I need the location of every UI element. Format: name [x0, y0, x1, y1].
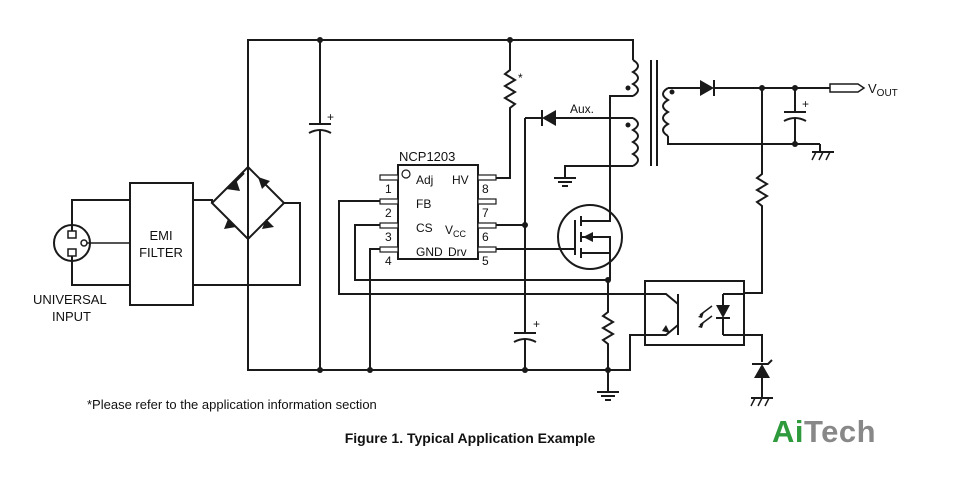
- vout-terminal: [829, 83, 866, 93]
- pin4-number: 4: [385, 254, 392, 268]
- emi-label-line2: FILTER: [139, 245, 183, 260]
- emi-label-line1: EMI: [149, 228, 172, 243]
- vcc-cap-plus: +: [533, 317, 540, 331]
- bulk-cap-plus: +: [327, 110, 334, 124]
- footnote: *Please refer to the application informa…: [87, 397, 377, 412]
- bulk-capacitor: [308, 40, 332, 370]
- logo-part-ai: Ai: [772, 414, 804, 449]
- gnd-wire: [369, 248, 380, 370]
- pin6-name: VCC: [445, 223, 467, 239]
- optocoupler: [644, 280, 763, 362]
- aux-winding: [554, 117, 639, 187]
- primary-ground-icon: [597, 391, 619, 401]
- emi-out-wire-2: [193, 202, 301, 286]
- logo-part-tech: Tech: [804, 414, 877, 449]
- hv-resistor: [490, 40, 517, 179]
- input-label-line1: UNIVERSAL: [33, 292, 107, 307]
- aux-label: Aux.: [570, 102, 594, 116]
- pin8-number: 8: [482, 182, 489, 196]
- zener-diode-icon: [752, 359, 773, 394]
- output-diode: [700, 80, 830, 96]
- pin3-number: 3: [385, 230, 392, 244]
- pin5-name: Drv: [448, 245, 467, 259]
- pin5-number: 5: [482, 254, 489, 268]
- bottom-rail-wire: [247, 288, 645, 373]
- sense-resistor: [601, 280, 615, 392]
- input-label-line2: INPUT: [52, 309, 91, 324]
- aitech-logo: AiTech: [772, 414, 876, 450]
- primary-winding: [609, 59, 639, 210]
- pin4-name: GND: [416, 245, 443, 259]
- output-capacitor: [783, 88, 807, 147]
- aux-diode: [525, 110, 624, 126]
- output-cap-plus: +: [802, 97, 809, 111]
- pin1-name: Adj: [416, 173, 433, 187]
- figure-caption: Figure 1. Typical Application Example: [344, 430, 596, 446]
- feedback-resistor: [744, 88, 769, 294]
- pin6-number: 6: [482, 230, 489, 244]
- cs-wire: [354, 224, 608, 281]
- secondary-winding: [662, 87, 820, 145]
- emi-filter-box: [129, 182, 194, 306]
- pin2-name: FB: [416, 197, 431, 211]
- secondary-ground-icon: [811, 144, 834, 161]
- pin3-name: CS: [416, 221, 433, 235]
- ac-input-plug-icon: [53, 199, 130, 286]
- emi-out-wire-1: [193, 199, 213, 203]
- zener-ground-icon: [750, 394, 773, 407]
- pin1-number: 1: [385, 182, 392, 196]
- ic-name: NCP1203: [399, 149, 455, 164]
- transformer-core: [650, 60, 658, 166]
- fb-wire: [338, 200, 645, 295]
- vout-label: VOUT: [868, 81, 898, 99]
- bridge-rectifier: [210, 165, 286, 241]
- pin2-number: 2: [385, 206, 392, 220]
- power-mosfet: [496, 204, 623, 280]
- pin7-number: 7: [482, 206, 489, 220]
- hv-resistor-asterisk: *: [518, 71, 523, 85]
- vcc-wire: [496, 118, 537, 370]
- pin8-name: HV: [452, 173, 469, 187]
- ncp1203-ic: [379, 164, 497, 260]
